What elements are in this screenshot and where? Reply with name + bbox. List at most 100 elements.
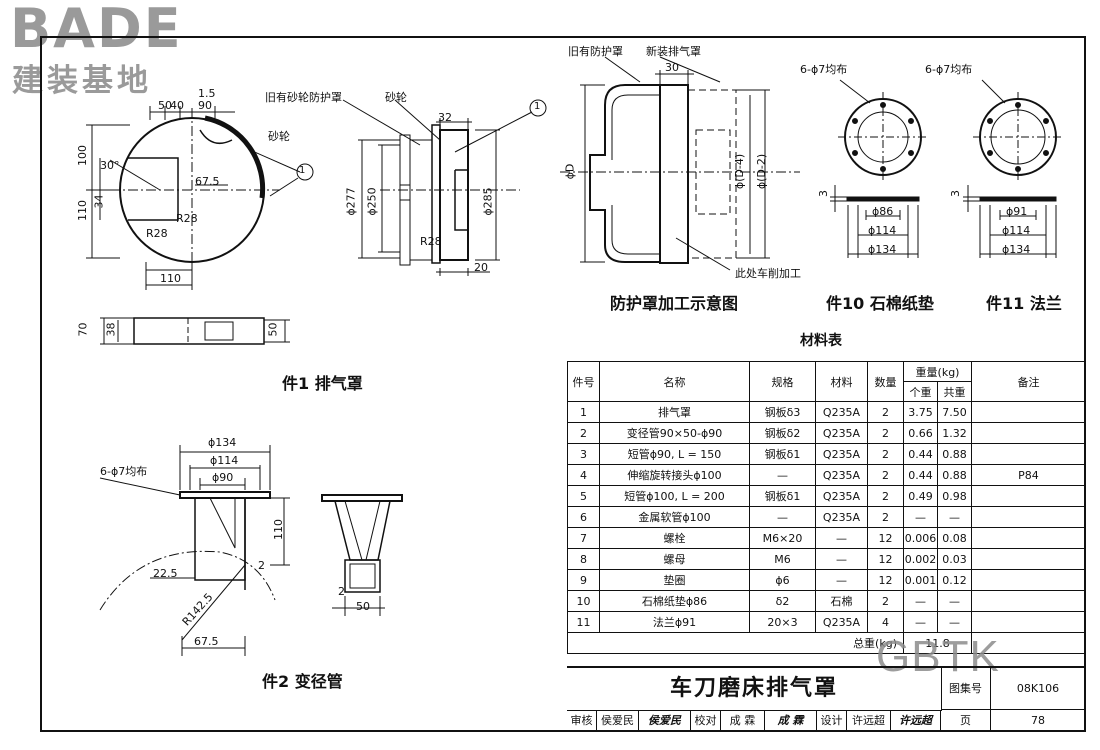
scheme-dim-d-2: ϕ(D-2) — [755, 153, 769, 190]
part2-front-view — [99, 445, 290, 656]
cell-name: 螺栓 — [599, 527, 750, 549]
cell-qty: 2 — [867, 422, 904, 444]
part1-dim-70: 70 — [76, 322, 90, 337]
table-row: 2 变径管90×50-ϕ90 钢板δ2 Q235A 2 0.66 1.32 — [567, 422, 1086, 444]
part2-caption: 件2 变径管 — [262, 672, 343, 691]
cell-total: — — [937, 611, 972, 633]
scheme-dim-d: ϕD — [563, 163, 577, 180]
part1-side-view — [100, 317, 290, 345]
part2-dim-67-5: 67.5 — [194, 635, 219, 648]
cell-remark — [971, 569, 1086, 591]
part11-flange-view — [963, 79, 1063, 258]
cell-no: 1 — [567, 401, 600, 423]
cell-remark — [971, 401, 1086, 423]
cell-material: Q235A — [815, 611, 868, 633]
cell-name: 垫圈 — [599, 569, 750, 591]
table-row: 10 石棉纸垫ϕ86 δ2 石棉 2 — — — [567, 590, 1086, 612]
part2-side-view — [321, 494, 403, 616]
scheme-old-guard-label: 旧有防护罩 — [568, 45, 623, 58]
cell-material: Q235A — [815, 464, 868, 486]
cell-material: 石棉 — [815, 590, 868, 612]
part10-dim-114: ϕ114 — [868, 224, 897, 237]
cell-total: — — [937, 506, 972, 528]
part1-dim-c: 90 — [198, 99, 212, 112]
guard-callout-number: 1 — [534, 101, 541, 112]
cell-spec: 钢板δ1 — [749, 485, 816, 507]
cell-name: 石棉纸垫ϕ86 — [599, 590, 750, 612]
cell-material: Q235A — [815, 443, 868, 465]
total-row-remark — [971, 632, 1086, 654]
scheme-turning-note: 此处车削加工 — [735, 267, 801, 280]
cell-unit: 0.49 — [903, 485, 938, 507]
cell-unit: 0.44 — [903, 443, 938, 465]
cell-total: — — [937, 590, 972, 612]
table-row: 6 金属软管ϕ100 — Q235A 2 — — — [567, 506, 1086, 528]
total-weight-label: 总重(kg) — [567, 632, 904, 654]
atlas-number: 08K106 — [991, 668, 1085, 710]
header-total-weight: 共重 — [937, 381, 972, 402]
cell-unit: — — [903, 506, 938, 528]
cell-qty: 4 — [867, 611, 904, 633]
table-row: 8 螺母 M6 — 12 0.002 0.03 — [567, 548, 1086, 570]
part10-dim-3: 3 — [817, 190, 830, 197]
part10-dim-86: ϕ86 — [872, 205, 894, 218]
part11-dim-134: ϕ134 — [1002, 243, 1031, 256]
part11-dim-114: ϕ114 — [1002, 224, 1031, 237]
cell-remark — [971, 611, 1086, 633]
guard-side-view — [296, 99, 547, 276]
cell-spec: 20×3 — [749, 611, 816, 633]
header-quantity: 数量 — [867, 361, 904, 402]
cell-no: 11 — [567, 611, 600, 633]
part1-dim-67-5: 67.5 — [195, 175, 220, 188]
part1-dim-d: 1.5 — [198, 87, 216, 100]
cell-unit: 3.75 — [903, 401, 938, 423]
cell-name: 排气罩 — [599, 401, 750, 423]
table-total-row: 总重(kg) 11.8 — [567, 632, 1086, 654]
check-label: 校对 — [691, 710, 721, 732]
cell-material: Q235A — [815, 506, 868, 528]
watermark: GBTK — [876, 632, 1000, 681]
part1-dim-34: 34 — [92, 194, 106, 209]
guard-wheel-label: 砂轮 — [385, 91, 407, 104]
guard-dim-277: ϕ277 — [344, 187, 358, 216]
cell-qty: 2 — [867, 464, 904, 486]
guard-dim-32: 32 — [438, 111, 452, 124]
cell-remark — [971, 422, 1086, 444]
cell-total: 0.08 — [937, 527, 972, 549]
part11-dim-3: 3 — [949, 190, 962, 197]
cell-material: Q235A — [815, 401, 868, 423]
cell-qty: 2 — [867, 590, 904, 612]
part11-holes-label: 6-ϕ7均布 — [925, 63, 973, 76]
cell-spec: M6×20 — [749, 527, 816, 549]
part1-dim-110-h: 110 — [160, 272, 181, 285]
cell-material: — — [815, 548, 868, 570]
drawing-title: 车刀磨床排气罩 — [567, 668, 942, 711]
cell-unit: — — [903, 611, 938, 633]
cell-remark — [971, 527, 1086, 549]
scheme-new-hood-label: 新装排气罩 — [646, 45, 701, 58]
cell-unit: 0.44 — [903, 464, 938, 486]
total-weight-value: 11.8 — [903, 632, 972, 654]
table-row: 1 排气罩 钢板δ3 Q235A 2 3.75 7.50 — [567, 401, 1086, 423]
table-row: 7 螺栓 M6×20 — 12 0.006 0.08 — [567, 527, 1086, 549]
guard-dim-250: ϕ250 — [365, 187, 379, 216]
header-material: 材料 — [815, 361, 868, 402]
cell-spec: ϕ6 — [749, 569, 816, 591]
part2-dim-50: 50 — [356, 600, 370, 613]
cell-unit: 0.66 — [903, 422, 938, 444]
part10-holes-label: 6-ϕ7均布 — [800, 63, 848, 76]
table-row: 11 法兰ϕ91 20×3 Q235A 4 — — — [567, 611, 1086, 633]
cell-unit: 0.001 — [903, 569, 938, 591]
part1-dim-r28-a: R28 — [176, 212, 198, 225]
cell-name: 法兰ϕ91 — [599, 611, 750, 633]
cell-no: 2 — [567, 422, 600, 444]
table-row: 3 短管ϕ90, L = 150 钢板δ1 Q235A 2 0.44 0.88 — [567, 443, 1086, 465]
cell-qty: 12 — [867, 527, 904, 549]
cell-qty: 2 — [867, 443, 904, 465]
cell-total: 7.50 — [937, 401, 972, 423]
brand-subtitle: 建装基地 — [12, 63, 152, 99]
cell-no: 5 — [567, 485, 600, 507]
reviewer-name: 侯爱民 — [597, 710, 639, 732]
cell-no: 3 — [567, 443, 600, 465]
part1-callout-number: 1 — [299, 165, 306, 176]
